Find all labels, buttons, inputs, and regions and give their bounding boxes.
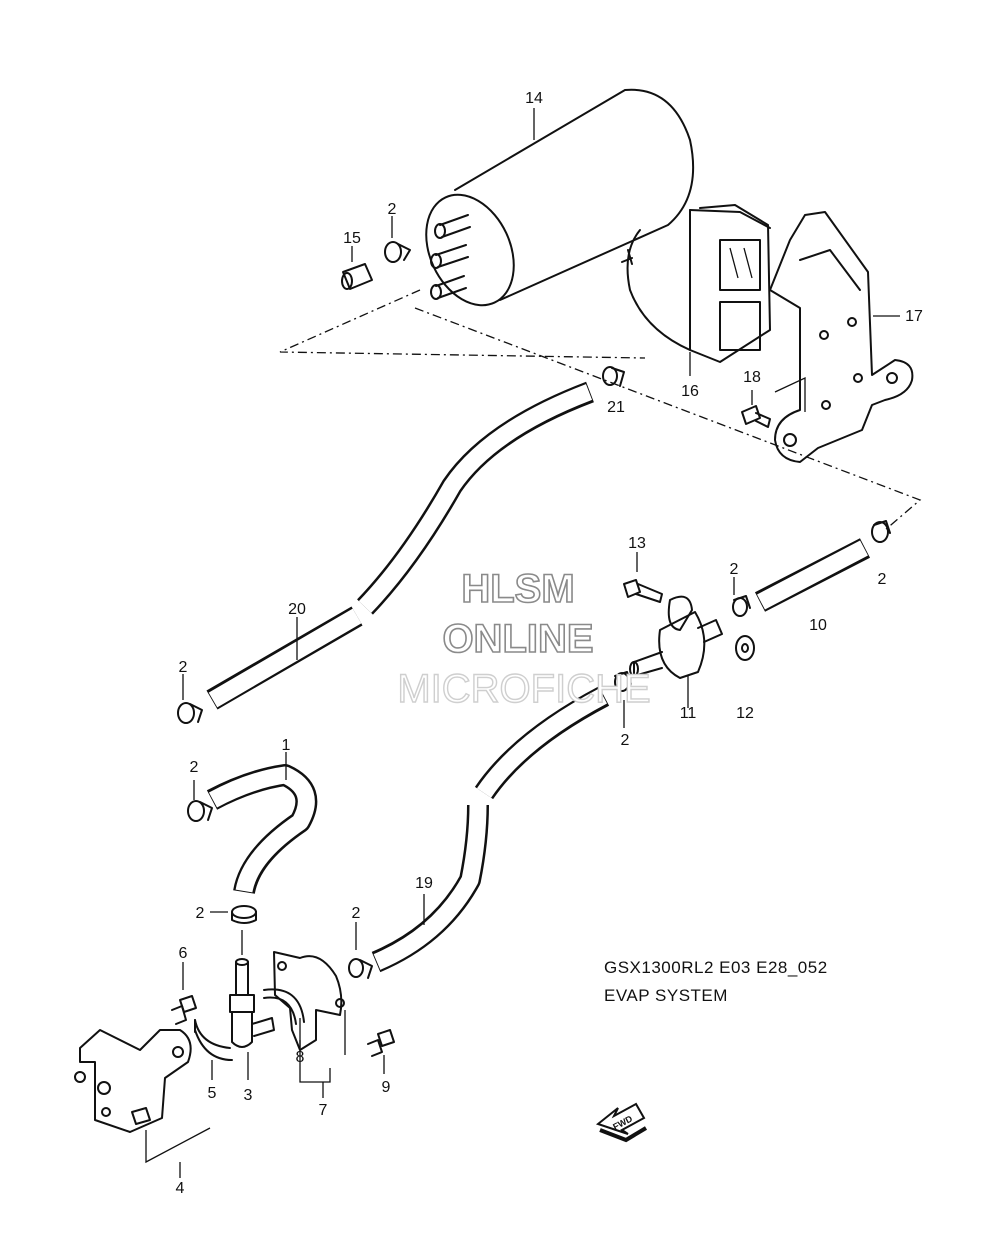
watermark: HLSM ONLINE MICROFICHE (397, 566, 652, 712)
canister-14[interactable] (409, 88, 695, 320)
watermark-line-2: ONLINE (442, 617, 593, 661)
watermark-line-3: MICROFICHE (397, 667, 650, 711)
washer-12[interactable] (735, 635, 755, 661)
bolt-6[interactable] (171, 995, 197, 1025)
callout-10: 10 (809, 617, 827, 634)
hose-1[interactable] (206, 764, 318, 895)
clamp-2-hose10-left[interactable] (732, 595, 751, 617)
clamp-2-hose19[interactable] (348, 958, 373, 979)
callout-11: 11 (680, 705, 697, 722)
valve-11[interactable] (629, 595, 723, 679)
bolt-18[interactable] (741, 405, 771, 428)
callout-2: 2 (190, 759, 199, 776)
callout-12: 12 (736, 705, 754, 722)
callout-17: 17 (905, 308, 923, 325)
callout-8: 8 (296, 1049, 305, 1066)
bracket-17[interactable] (769, 211, 914, 463)
callout-2: 2 (196, 905, 205, 922)
callout-5: 5 (208, 1085, 217, 1102)
callout-15: 15 (343, 230, 361, 247)
joint-3[interactable] (229, 958, 275, 1048)
callout-2: 2 (730, 561, 739, 578)
bolt-13[interactable] (623, 579, 663, 603)
holder-16[interactable] (621, 204, 771, 363)
hose-15[interactable] (341, 263, 373, 290)
callout-16: 16 (681, 383, 699, 400)
callout-1: 1 (282, 737, 291, 754)
hose-10[interactable] (754, 538, 871, 612)
callout-2: 2 (179, 659, 188, 676)
clamp-2-hose10-right[interactable] (871, 520, 891, 543)
callout-6: 6 (179, 945, 188, 962)
callout-19: 19 (415, 875, 433, 892)
callout-9: 9 (382, 1079, 391, 1096)
bracket-7[interactable] (273, 951, 345, 1051)
callout-21: 21 (607, 399, 625, 416)
callout-13: 13 (628, 535, 646, 552)
callout-2: 2 (621, 732, 630, 749)
clamp-2-hose1-bottom[interactable] (231, 905, 257, 924)
watermark-line-1: HLSM (461, 567, 574, 611)
clamp-2-canister[interactable] (384, 241, 411, 263)
hose-19[interactable] (371, 686, 610, 973)
clamp-2-hose20[interactable] (177, 702, 203, 724)
callout-14: 14 (525, 90, 543, 107)
callout-2: 2 (878, 571, 887, 588)
model-code: GSX1300RL2 E03 E28_052 (604, 958, 828, 977)
bolt-9[interactable] (367, 1029, 395, 1057)
callout-18: 18 (743, 369, 761, 386)
callout-7: 7 (319, 1102, 328, 1119)
fwd-arrow-icon: FWD (595, 1102, 648, 1143)
diagram-title: EVAP SYSTEM (604, 986, 728, 1005)
clamp-8[interactable] (263, 988, 305, 1025)
clamp-21[interactable] (602, 366, 625, 387)
clamp-2-hose1-top[interactable] (187, 800, 213, 822)
callout-4: 4 (176, 1180, 185, 1197)
callout-2: 2 (352, 905, 361, 922)
ref-line-a (279, 289, 646, 359)
ref-line-b (414, 307, 922, 531)
clamp-2-valve[interactable] (614, 671, 632, 692)
bracket-4[interactable] (74, 1029, 192, 1133)
hose-20[interactable] (206, 381, 594, 710)
callouts: 1 2 2 2 2 2 2 2 2 3 4 5 6 7 8 9 10 11 12… (176, 90, 923, 1197)
callout-2: 2 (388, 201, 397, 218)
strap-5[interactable] (194, 1019, 233, 1061)
callout-20: 20 (288, 601, 306, 618)
callout-3: 3 (244, 1087, 253, 1104)
